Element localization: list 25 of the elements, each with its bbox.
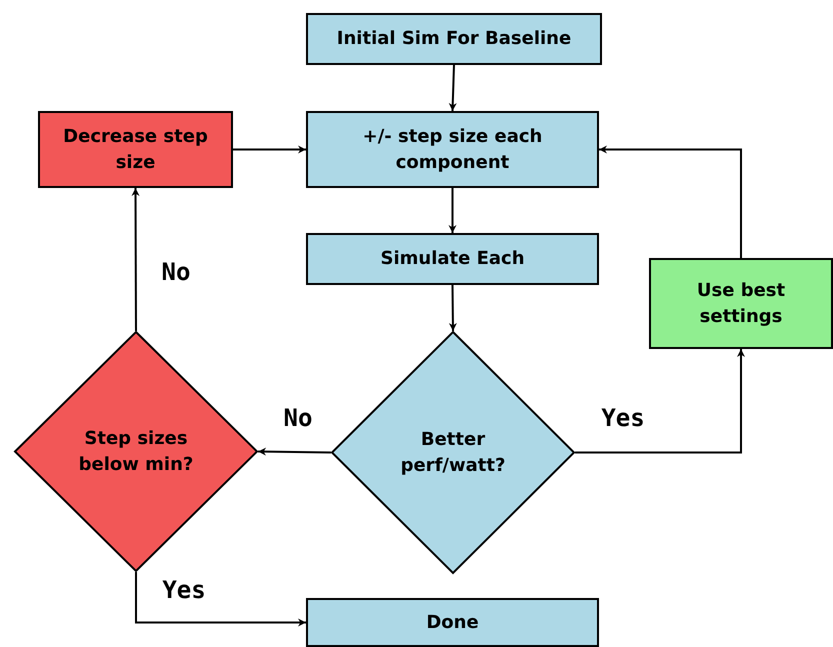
arrow xyxy=(258,448,332,456)
node-label: Done xyxy=(426,610,479,634)
process-box xyxy=(649,258,833,349)
process-box xyxy=(306,233,599,285)
arrow xyxy=(233,146,306,154)
node-label: Better perf/watt? xyxy=(400,428,506,478)
arrow xyxy=(599,146,742,258)
arrow xyxy=(135,572,306,626)
decision-diamond xyxy=(331,331,575,574)
arrow xyxy=(575,349,745,454)
node-label: Step sizes below min? xyxy=(78,426,194,476)
process-box xyxy=(306,598,599,647)
arrow xyxy=(448,284,457,332)
node-label: Simulate Each xyxy=(380,247,525,271)
node-label: Initial Sim For Baseline xyxy=(336,27,572,51)
process-box xyxy=(38,111,233,188)
node-label: Use best settings xyxy=(696,278,786,328)
arrow xyxy=(132,188,140,331)
arrow xyxy=(448,188,456,233)
node-label: +/- step size each component xyxy=(362,124,544,174)
decision-diamond xyxy=(14,331,258,572)
process-box xyxy=(306,13,602,65)
process-box xyxy=(306,111,599,188)
node-label: Decrease step size xyxy=(62,124,209,174)
arrow xyxy=(448,64,457,112)
